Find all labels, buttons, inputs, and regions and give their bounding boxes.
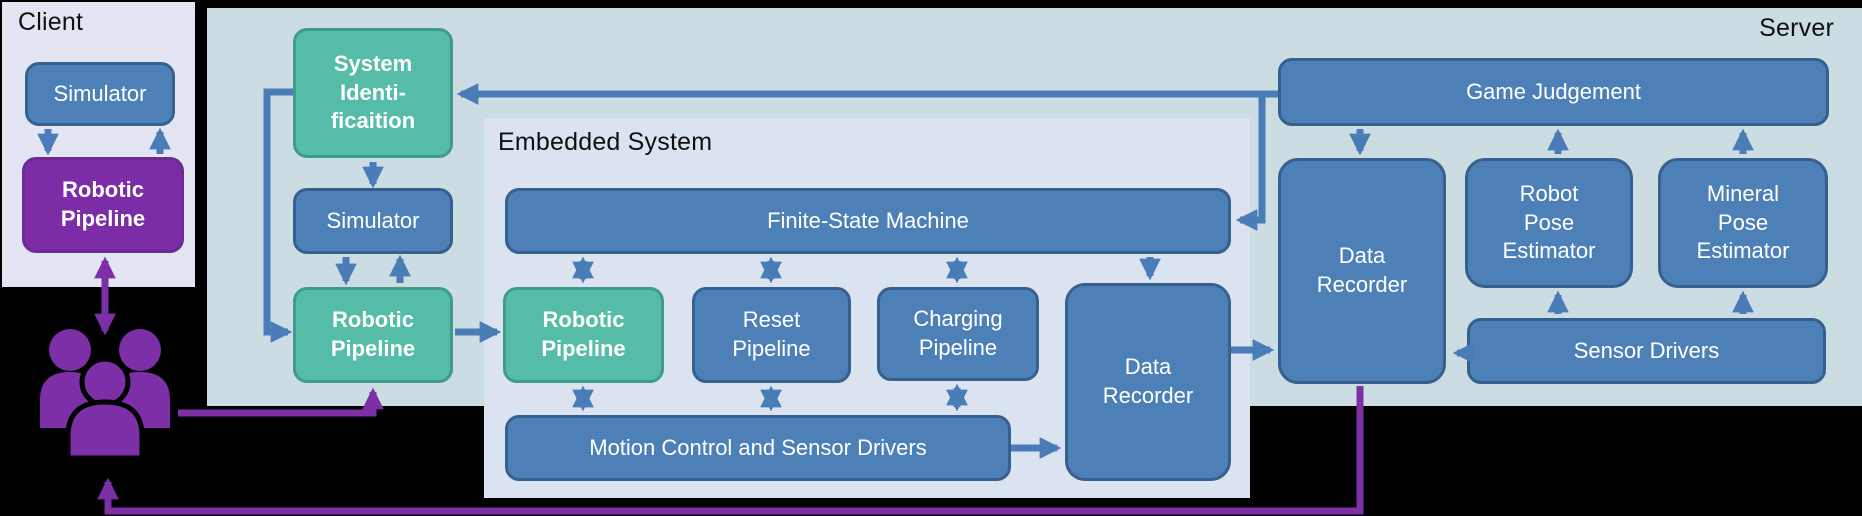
node-mineral-pose-estimator: Mineral Pose Estimator [1658,158,1828,288]
node-label: Mineral Pose Estimator [1696,181,1790,264]
node-label: Game Judgement [1466,78,1641,104]
node-motion-control: Motion Control and Sensor Drivers [505,415,1011,481]
node-label: Data Recorder [1102,354,1194,408]
node-label: Simulator [326,207,420,233]
node-label: Robotic Pipeline [60,177,146,231]
node-game-judgement: Game Judgement [1278,58,1829,126]
node-finite-state-machine: Finite-State Machine [505,188,1231,254]
node-embedded-data-recorder: Data Recorder [1065,283,1231,481]
node-label: Data Recorder [1316,243,1408,297]
node-server-simulator: Simulator [293,188,453,254]
node-label: Robotic Pipeline [541,307,626,361]
server-panel-label: Server [1759,14,1834,42]
node-label: Robotic Pipeline [330,307,416,361]
node-reset-pipeline: Reset Pipeline [692,287,851,383]
node-label: System Identi- ficaition [330,51,416,134]
node-server-robotic-pipeline: Robotic Pipeline [293,287,453,383]
client-panel-label: Client [18,8,84,36]
node-charging-pipeline: Charging Pipeline [877,287,1039,381]
users-group-icon [40,329,170,461]
node-server-data-recorder: Data Recorder [1278,158,1446,384]
node-client-simulator: Simulator [25,62,175,126]
node-label: Simulator [53,80,147,106]
node-label: Motion Control and Sensor Drivers [589,434,927,460]
node-embedded-robotic-pipeline: Robotic Pipeline [503,287,664,383]
node-label: Finite-State Machine [767,207,969,233]
node-label: Sensor Drivers [1573,337,1720,363]
node-sensor-drivers: Sensor Drivers [1467,318,1826,384]
node-client-robotic-pipeline: Robotic Pipeline [22,157,184,253]
node-system-identification: System Identi- ficaition [293,28,453,158]
embedded-system-panel-label: Embedded System [498,128,713,156]
node-robot-pose-estimator: Robot Pose Estimator [1465,158,1633,288]
node-label: Robot Pose Estimator [1502,181,1596,264]
node-label: Charging Pipeline [913,306,1003,360]
node-label: Reset Pipeline [732,307,811,361]
